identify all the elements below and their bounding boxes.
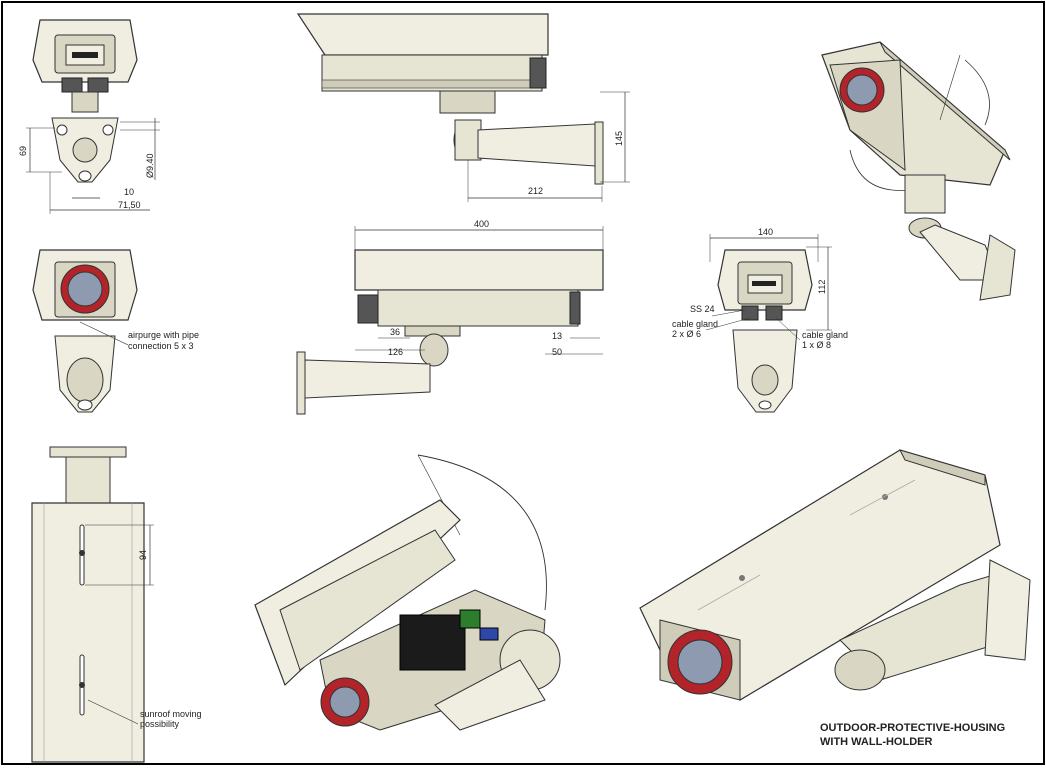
cable-gland-right-line1: cable gland: [802, 330, 848, 340]
dim-69: 69: [18, 146, 28, 156]
wall-bracket-rear-icon: [732, 329, 798, 413]
top-view-bottom-left: 94 sunroof moving possibility: [31, 446, 202, 763]
caption-line1: OUTDOOR-PROTECTIVE-HOUSING: [820, 722, 1005, 734]
camera-housing-open-icon: [254, 499, 561, 731]
camera-housing-front-icon: [32, 19, 138, 113]
dim-400: 400: [474, 219, 489, 229]
dim-diameter-940: Ø9.40: [145, 153, 155, 178]
camera-housing-rear-icon: [717, 249, 813, 321]
ss24-label: SS 24: [690, 304, 715, 314]
side-view-top: 145 212: [296, 13, 630, 202]
dim-50: 50: [552, 347, 562, 357]
iso-view-top-right: [821, 41, 1016, 301]
wall-bracket-left-icon: [296, 351, 431, 415]
dim-7150: 71,50: [118, 200, 141, 210]
camera-housing-front-lens-icon: [32, 249, 138, 321]
dim-10: 10: [124, 187, 134, 197]
dim-145: 145: [614, 131, 624, 146]
dim-13: 13: [552, 331, 562, 341]
dim-36: 36: [390, 327, 400, 337]
side-view-mid: 400 36 126 13 50: [296, 219, 604, 415]
camera-housing-top-icon: [31, 446, 145, 763]
sunroof-note-line1: sunroof moving: [140, 709, 202, 719]
airpurge-note-line1: airpurge with pipe: [128, 330, 199, 340]
airpurge-note-line2: connection 5 x 3: [128, 341, 194, 351]
wall-bracket-lower-icon: [54, 335, 116, 413]
dim-94: 94: [138, 550, 148, 560]
cable-gland-left-line2: 2 x Ø 6: [672, 329, 701, 339]
cable-gland-left-line1: cable gland: [672, 319, 718, 329]
wall-bracket-large-icon: [834, 559, 1031, 691]
front-view-mid-right: 140 112 SS 24 cable gland 2 x Ø 6 cable …: [672, 227, 848, 413]
dim-112: 112: [817, 280, 827, 294]
large-iso-render: OUTDOOR-PROTECTIVE-HOUSING WITH WALL-HOL…: [639, 449, 1031, 748]
front-view-mid-left: airpurge with pipe connection 5 x 3: [32, 249, 199, 413]
camera-housing-side-mid-icon: [354, 249, 604, 367]
wall-bracket-side-icon: [453, 119, 604, 185]
camera-housing-side-icon: [296, 13, 549, 114]
caption-line2: WITH WALL-HOLDER: [820, 736, 932, 748]
dim-140: 140: [758, 227, 773, 237]
dim-212: 212: [528, 186, 543, 196]
sunroof-note-line2: possibility: [140, 719, 180, 729]
dim-126: 126: [388, 347, 403, 357]
cable-gland-right-line2: 1 x Ø 8: [802, 340, 831, 350]
camera-housing-iso-icon: [821, 41, 1011, 191]
wall-bracket-iso-icon: [904, 174, 1016, 301]
wall-bracket-icon: [51, 117, 119, 183]
front-view-top-left: 69 Ø9.40 10 71,50: [18, 19, 160, 214]
camera-housing-large-icon: [639, 449, 1001, 701]
open-housing-iso-view: [254, 454, 561, 731]
